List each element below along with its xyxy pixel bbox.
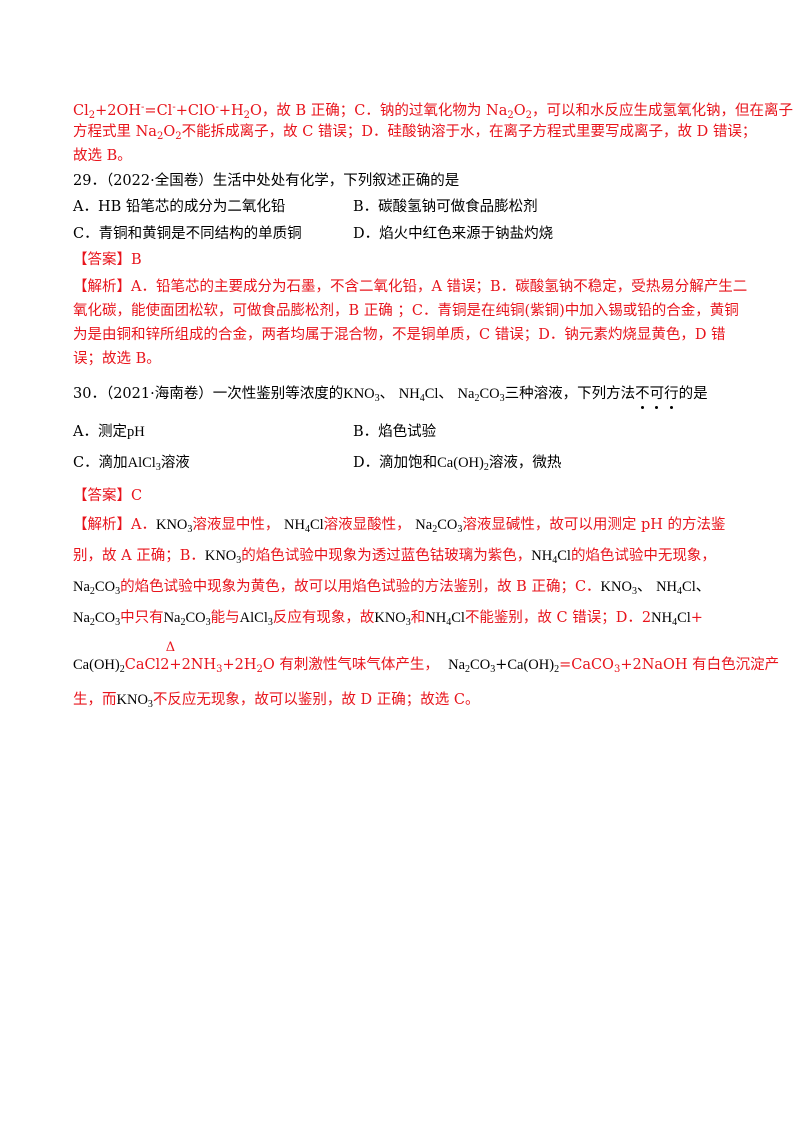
q30-answer: 【答案】C: [73, 488, 143, 504]
q29-option-d: D．焰火中红色来源于钠盐灼烧: [353, 226, 554, 242]
prev-analysis-line-2: 方程式里 Na2O2不能拆成离子，故 C 错误；D．硅酸钠溶于水，在离子方程式里…: [73, 124, 757, 142]
q30-analysis-line-3: Na2CO3的焰色试验中现象为黄色，故可以用焰色试验的方法鉴别，故 B 正确；C…: [73, 579, 711, 597]
q30-option-b: B．焰色试验: [353, 424, 437, 440]
q30-stem: 30．（2021·海南卷）一次性鉴别等浓度的KNO3、 NH4Cl、 Na2CO…: [73, 383, 708, 410]
q29-answer: 【答案】B: [73, 252, 142, 268]
prev-analysis-line-3: 故选 B。: [73, 148, 132, 164]
q29-analysis-line-2: 氧化碳，能使面团松软，可做食品膨松剂，B 正确 ；C．青铜是在纯铜(紫铜)中加入…: [73, 303, 739, 319]
q29-analysis-line-1: 【解析】A．铅笔芯的主要成分为石墨，不含二氧化铅，A 错误；B．碳酸氢钠不稳定，…: [73, 279, 748, 295]
q30-analysis-line-1: 【解析】A．KNO3溶液显中性， NH4Cl溶液显酸性， Na2CO3溶液显碱性…: [73, 517, 726, 535]
q29-option-c: C．青铜和黄铜是不同结构的单质铜: [73, 226, 302, 242]
q30-analysis-line-6: 生，而KNO3不反应无现象，故可以鉴别，故 D 正确；故选 C。: [73, 692, 480, 710]
q29-analysis-line-3: 为是由铜和锌所组成的合金，两者均属于混合物，不是铜单质，C 错误；D．钠元素灼烧…: [73, 327, 726, 343]
q29-stem: 29．（2022·全国卷）生活中处处有化学，下列叙述正确的是: [73, 173, 460, 189]
q30-option-d: D．滴加饱和Ca(OH)2溶液，微热: [353, 455, 562, 473]
q29-option-a: A．HB 铅笔芯的成分为二氧化铅: [73, 199, 286, 215]
q30-option-a: A．测定pH: [73, 424, 145, 440]
prev-analysis-line-1: Cl2+2OH-=Cl-+ClO-+H2O，故 B 正确；C．钠的过氧化物为 N…: [73, 102, 793, 121]
q29-analysis-line-4: 误；故选 B。: [73, 351, 161, 367]
q29-option-b: B．碳酸氢钠可做食品膨松剂: [353, 199, 538, 215]
q30-option-c: C．滴加AlCl3溶液: [73, 455, 190, 473]
q30-analysis-line-2: 别，故 A 正确；B．KNO3的焰色试验中现象为透过蓝色钴玻璃为紫色，NH4Cl…: [73, 548, 716, 566]
q30-analysis-line-4: Na2CO3中只有Na2CO3能与AlCl3反应有现象，故KNO3和NH4Cl不…: [73, 610, 703, 628]
